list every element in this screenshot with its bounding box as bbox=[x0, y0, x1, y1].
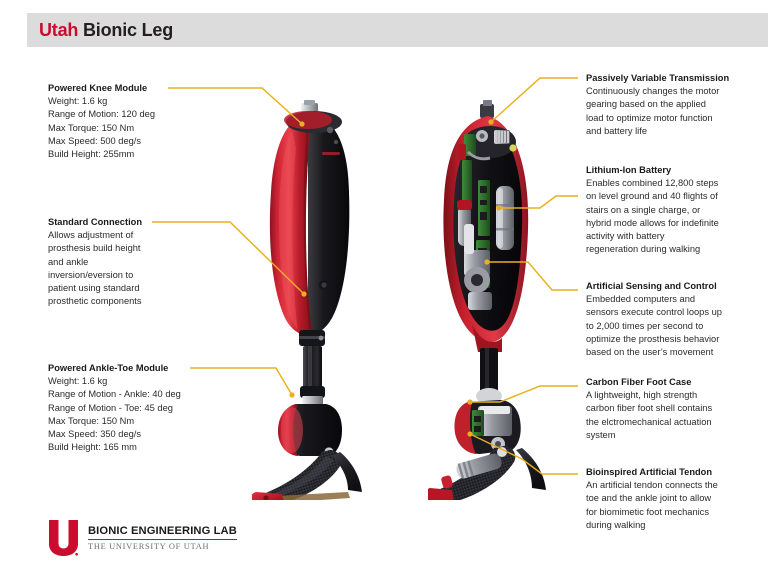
callout-artificial-sensing-and-control: Artificial Sensing and Control Embedded … bbox=[586, 280, 722, 359]
prosthetic-leg-cutaway-figure bbox=[428, 100, 546, 500]
callout-line: stairs on a single charge, or bbox=[586, 204, 701, 215]
callout-line: on level ground and 40 flights of bbox=[586, 191, 718, 202]
callout-title: Standard Connection bbox=[48, 217, 143, 227]
callout-line: gearing based on the applied bbox=[586, 99, 706, 110]
callout-line: load to optimize motor function bbox=[586, 112, 713, 123]
callout-line: A lightweight, high strength bbox=[586, 390, 698, 401]
callout-title: Lithium-Ion Battery bbox=[586, 165, 672, 175]
callout-title: Powered Ankle-Toe Module bbox=[48, 363, 169, 373]
callout-line: regeneration during walking bbox=[586, 244, 701, 255]
callout-line: prosthetic components bbox=[48, 296, 142, 307]
callout-powered-knee-module: Powered Knee Module Weight: 1.6 kg Range… bbox=[48, 82, 155, 161]
callout-body: Embedded computers and sensors execute c… bbox=[586, 293, 722, 359]
callout-line: Max Speed: 350 deg/s bbox=[48, 429, 142, 440]
callout-body: Allows adjustment of prosthesis build he… bbox=[48, 229, 142, 308]
callout-passively-variable-transmission: Passively Variable Transmission Continuo… bbox=[586, 72, 729, 138]
callout-title: Passively Variable Transmission bbox=[586, 73, 730, 83]
prosthetic-leg-exterior-figure bbox=[252, 100, 362, 500]
callout-title: Carbon Fiber Foot Case bbox=[586, 377, 692, 387]
callout-line: to 2,000 times per second to bbox=[586, 320, 704, 331]
callout-title: Bioinspired Artificial Tendon bbox=[586, 467, 713, 477]
callout-line: for biomimetic foot mechanics bbox=[586, 506, 709, 517]
callout-line: inversion/eversion to bbox=[48, 269, 134, 280]
page-title-accent: Utah bbox=[39, 19, 79, 40]
callout-line: carbon fiber foot shell contains bbox=[586, 403, 713, 414]
footer-logo: BIONIC ENGINEERING LAB THE UNIVERSITY OF… bbox=[48, 519, 237, 557]
footer-logo-text: BIONIC ENGINEERING LAB THE UNIVERSITY OF… bbox=[88, 525, 237, 551]
callout-line: system bbox=[586, 429, 616, 440]
callout-line: Allows adjustment of bbox=[48, 230, 134, 241]
callout-line: Embedded computers and bbox=[586, 294, 696, 305]
callout-line: hybrid mode allows for indefinite bbox=[586, 217, 719, 228]
callout-line: Build Height: 255mm bbox=[48, 149, 135, 160]
callout-body: Weight: 1.6 kg Range of Motion: 120 deg … bbox=[48, 95, 155, 161]
callout-title: Powered Knee Module bbox=[48, 83, 148, 93]
page-title-rest: Bionic Leg bbox=[78, 19, 174, 40]
callout-line: Enables combined 12,800 steps bbox=[586, 178, 719, 189]
callout-lithium-ion-battery: Lithium-Ion Battery Enables combined 12,… bbox=[586, 164, 719, 256]
callout-line: activity with battery bbox=[586, 231, 665, 242]
callout-line: An artificial tendon connects the bbox=[586, 480, 718, 491]
callout-line: Range of Motion: 120 deg bbox=[48, 109, 155, 120]
page-title: Utah Bionic Leg bbox=[39, 20, 173, 41]
callout-line: patient using standard bbox=[48, 283, 140, 294]
callout-body: Weight: 1.6 kg Range of Motion - Ankle: … bbox=[48, 375, 181, 454]
callout-line: Range of Motion - Ankle: 40 deg bbox=[48, 389, 181, 400]
header-bar: Utah Bionic Leg bbox=[27, 13, 768, 47]
callout-line: sensors execute control loops up bbox=[586, 307, 722, 318]
callout-line: Weight: 1.6 kg bbox=[48, 376, 108, 387]
callout-body: An artificial tendon connects the toe an… bbox=[586, 479, 718, 532]
callout-line: and ankle bbox=[48, 256, 89, 267]
callout-line: prosthesis build height bbox=[48, 243, 141, 254]
block-u-logo-icon bbox=[49, 520, 78, 556]
callout-line: Max Torque: 150 Nm bbox=[48, 415, 135, 426]
callout-line: Max Torque: 150 Nm bbox=[48, 122, 135, 133]
callout-line: optimize the prosthesis behavior bbox=[586, 333, 720, 344]
lab-name: BIONIC ENGINEERING LAB bbox=[88, 525, 237, 537]
callout-body: Enables combined 12,800 steps on level g… bbox=[586, 177, 719, 256]
callout-line: based on the user’s movement bbox=[586, 347, 714, 358]
callout-body: A lightweight, high strength carbon fibe… bbox=[586, 389, 712, 442]
callout-title: Artificial Sensing and Control bbox=[586, 281, 717, 291]
callout-line: Continuously changes the motor bbox=[586, 86, 720, 97]
callout-bioinspired-artificial-tendon: Bioinspired Artificial Tendon An artific… bbox=[586, 466, 718, 532]
callout-line: toe and the ankle joint to allow bbox=[586, 493, 712, 504]
callout-line: during walking bbox=[586, 519, 646, 530]
callout-standard-connection: Standard Connection Allows adjustment of… bbox=[48, 216, 142, 308]
callout-line: and battery life bbox=[586, 125, 647, 136]
callout-powered-ankle-toe-module: Powered Ankle-Toe Module Weight: 1.6 kg … bbox=[48, 362, 181, 454]
logo-divider bbox=[88, 539, 237, 540]
callout-carbon-fiber-foot-case: Carbon Fiber Foot Case A lightweight, hi… bbox=[586, 376, 712, 442]
callout-line: the elctromechanical actuation bbox=[586, 416, 712, 427]
callout-line: Max Speed: 500 deg/s bbox=[48, 135, 142, 146]
institution-name: THE UNIVERSITY OF UTAH bbox=[88, 542, 210, 551]
callout-line: Weight: 1.6 kg bbox=[48, 96, 108, 107]
callout-body: Continuously changes the motor gearing b… bbox=[586, 85, 729, 138]
callout-line: Range of Motion - Toe: 45 deg bbox=[48, 402, 173, 413]
callout-line: Build Height: 165 mm bbox=[48, 442, 137, 453]
